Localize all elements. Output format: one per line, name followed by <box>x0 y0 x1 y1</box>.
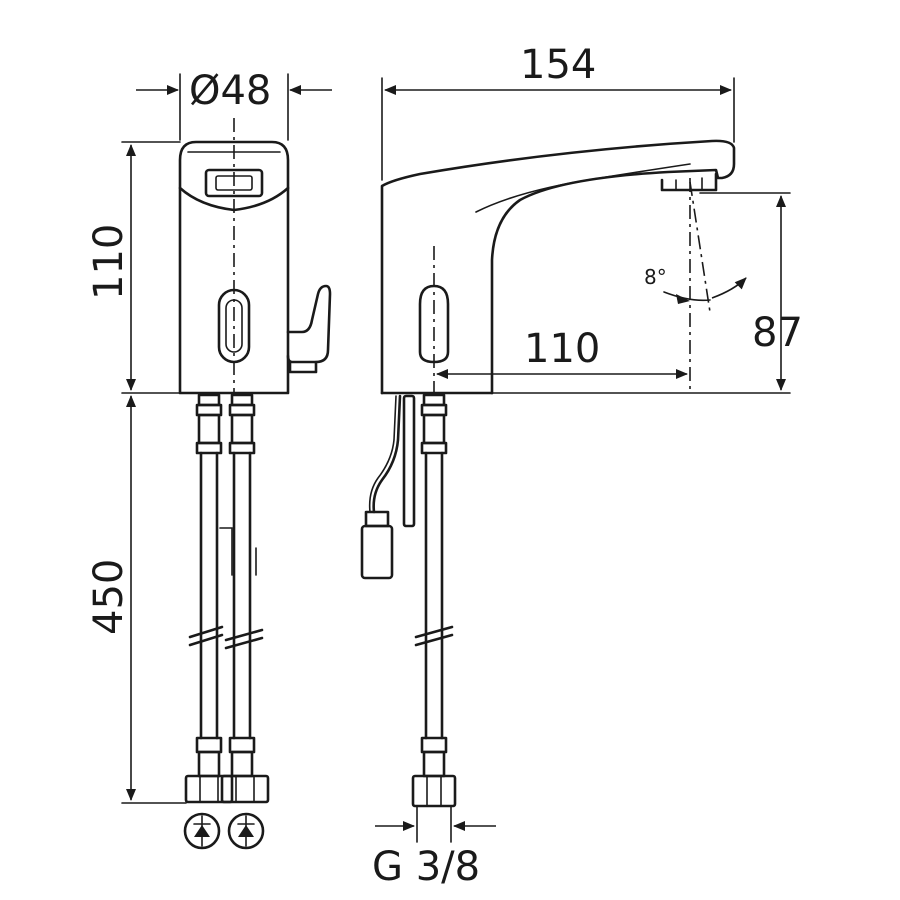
side-aerator <box>660 172 718 192</box>
connector-plug <box>360 510 394 580</box>
check-valve-right-icon <box>227 812 265 850</box>
front-pipe-left <box>184 393 234 804</box>
side-sensor-rod <box>402 394 416 528</box>
dim-diameter-label: Ø48 <box>189 68 271 114</box>
check-valve-left-icon <box>183 812 221 850</box>
front-break-marks <box>188 625 264 650</box>
front-cable <box>219 527 257 576</box>
side-sensor <box>418 284 450 364</box>
side-dimensions: 154 110 87 8° G 3/8 <box>372 42 803 890</box>
front-lever-tab <box>288 360 318 374</box>
front-dimensions: Ø48 110 450 <box>86 68 332 804</box>
side-body-outline <box>380 139 736 395</box>
dim-total-width-label: 154 <box>520 42 596 88</box>
angle-arc <box>663 291 711 302</box>
front-body-outline <box>178 140 290 395</box>
dim-body-height-label: 110 <box>86 224 132 300</box>
front-aerator-window <box>204 168 264 198</box>
front-pipe-right <box>220 393 270 804</box>
side-spout-inner <box>475 163 691 213</box>
dim-spout-height-label: 87 <box>752 310 803 356</box>
side-pipe <box>411 393 457 808</box>
dim-spout-reach-label: 110 <box>524 326 600 372</box>
side-cable <box>372 394 402 514</box>
front-lever <box>286 284 332 364</box>
dim-pipe-length-label: 450 <box>86 559 132 635</box>
side-view <box>360 139 736 843</box>
dim-thread-label: G 3/8 <box>372 844 480 890</box>
front-view <box>178 118 332 850</box>
dim-angle-label: 8° <box>644 265 667 289</box>
